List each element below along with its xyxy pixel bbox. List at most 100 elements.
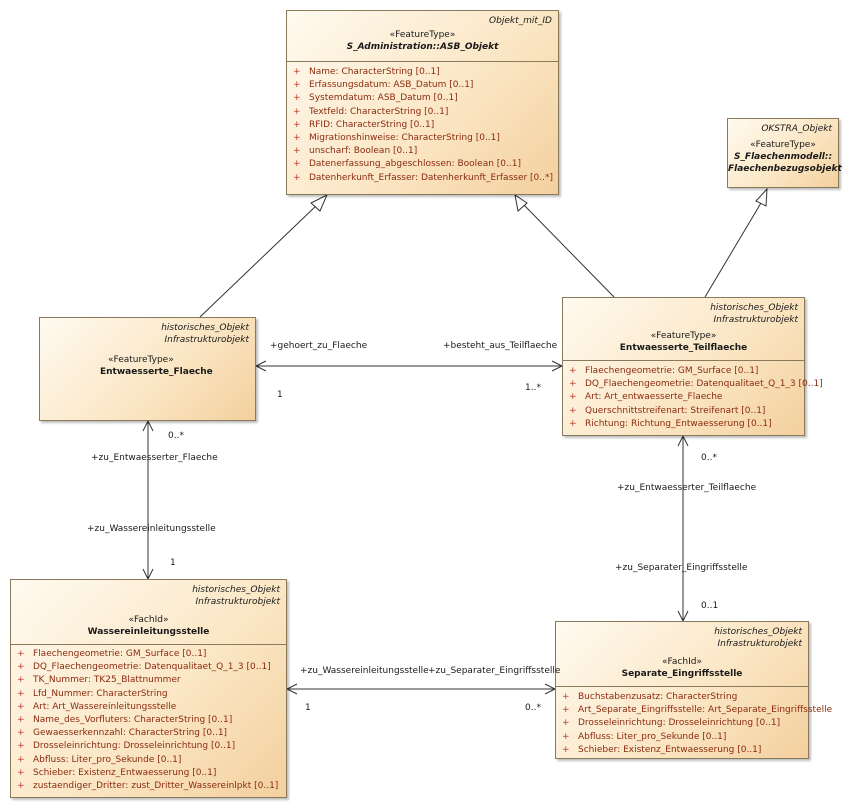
class-wassereinleitungsstelle[interactable]: historisches_Objekt Infrastrukturobjekt …: [10, 579, 287, 798]
class-annotation: historisches_Objekt: [710, 303, 798, 313]
attribute-visibility: +: [562, 744, 570, 755]
multiplicity-label: 1..*: [525, 383, 541, 393]
attribute-visibility: +: [17, 741, 25, 752]
attribute-text: Buchstabenzusatz: CharacterString: [578, 692, 738, 702]
attribute-visibility: +: [562, 705, 570, 716]
class-stereotype: «FeatureType»: [650, 331, 717, 341]
attribute-row: +Datenerfassung_abgeschlossen: Boolean […: [293, 158, 552, 171]
generalization-flaeche-asb: [199, 203, 319, 318]
attribute-visibility: +: [17, 728, 25, 739]
attribute-row: + Datenherkunft_Erfasser: Datenherkunft_E…: [293, 172, 554, 185]
class-stereotype: «FachId»: [662, 657, 702, 667]
attribute-text: Lfd_Nummer: CharacterString: [33, 688, 168, 699]
class-entwaesserte-teilflaeche[interactable]: historisches_Objekt Infrastrukturobjekt …: [562, 297, 823, 436]
class-annotation: Objekt_mit_ID: [489, 16, 552, 26]
attribute-list: +Flaechengeometrie: GM_Surface [0..1]+DQ…: [11, 644, 286, 797]
class-name: Entwaesserte_Flaeche: [100, 367, 213, 377]
role-label: +zu_Separater_Eingriffsstelle: [615, 563, 748, 573]
multiplicity-label: 1: [170, 558, 176, 568]
attribute-text: unscharf: Boolean [0..1]: [309, 146, 418, 157]
attribute-visibility: +: [569, 392, 577, 403]
attribute-text: Schieber: Existenz_Entwaesserung [0..1]: [578, 744, 762, 755]
class-annotation: historisches_Objekt: [161, 323, 249, 333]
class-entwaesserte-flaeche[interactable]: historisches_Objekt Infrastrukturobjekt …: [39, 317, 256, 421]
role-label: +zu_Wassereinleitungsstelle: [300, 666, 429, 676]
attribute-row: + DQ_Flaechengeometrie: Datenqualitaet_Q_…: [17, 661, 280, 674]
role-label: +zu_Entwaesserter_Flaeche: [91, 453, 218, 463]
attribute-row: +Art: Art_entwaesserte_Flaeche: [569, 391, 798, 404]
attribute-visibility: +: [293, 133, 301, 144]
attribute-visibility: +: [569, 405, 577, 416]
class-name-line1: S_Flaechenmodell::: [733, 152, 833, 162]
attribute-row: + Buchstabenzusatz: CharacterString: [562, 691, 802, 704]
attribute-visibility: +: [569, 366, 577, 376]
attribute-text: DQ_Flaechengeometrie: Datenqualitaet_Q_1…: [33, 662, 271, 673]
class-annotation: Infrastrukturobjekt: [713, 315, 798, 325]
class-stereotype: «FachId»: [128, 615, 169, 625]
multiplicity-label: 1: [305, 703, 311, 713]
class-flaechenbezugsobjekt[interactable]: OKSTRA_Objekt «FeatureType» S_Flaechenmo…: [727, 118, 842, 188]
attribute-visibility: +: [293, 106, 301, 117]
generalization-arrowhead: [514, 193, 528, 212]
attribute-text: Querschnittstreifenart: Streifenart [0..…: [585, 405, 766, 416]
attribute-row: +zustaendiger_Dritter: zust_Dritter_Wass…: [17, 780, 280, 793]
role-label: +besteht_aus_Teilflaeche: [443, 341, 558, 351]
attribute-row: +Abfluss: Liter_pro_Sekunde [0..1]: [562, 731, 802, 744]
attribute-row: + Gewaesserkennzahl: CharacterString [0..…: [17, 727, 280, 740]
attribute-visibility: +: [293, 93, 301, 104]
attribute-row: +Systemdatum: ASB_Datum [0..1]: [293, 92, 552, 105]
attribute-row: + unscharf: Boolean [0..1]: [293, 145, 552, 158]
attribute-row: + Drosseleinrichtung: Drosseleinrichtung …: [17, 740, 280, 753]
attribute-text: Richtung: Richtung_Entwaesserung [0..1]: [585, 418, 772, 429]
role-label: +zu_Wassereinleitungsstelle: [87, 524, 216, 534]
multiplicity-label: 0..1: [701, 601, 719, 611]
attribute-visibility: +: [293, 146, 301, 157]
class-stereotype: «FeatureType»: [389, 30, 456, 40]
attribute-visibility: +: [293, 80, 301, 91]
attribute-text: Gewaesserkennzahl: CharacterString [0..1…: [33, 728, 228, 739]
attribute-text: zustaendiger_Dritter: zust_Dritter_Wasse…: [33, 781, 279, 792]
class-stereotype: «FeatureType»: [108, 355, 174, 365]
role-label: +zu_Entwaesserter_Teilflaeche: [617, 483, 757, 493]
attribute-visibility: +: [17, 662, 25, 673]
attribute-list: + Buchstabenzusatz: CharacterString +Art_S…: [556, 686, 832, 761]
attribute-row: +Flaechengeometrie: GM_Surface [0..1]: [17, 648, 280, 661]
attribute-row: +Name: CharacterString [0..1]: [293, 66, 552, 79]
attribute-visibility: +: [293, 159, 301, 170]
attribute-row: +Art: Art_Wassereinleitungsstelle: [17, 701, 280, 714]
attribute-row: +Flaechengeometrie: GM_Surface [0..1]: [569, 365, 798, 378]
attribute-text: Datenherkunft_Erfasser: Datenherkunft_Er…: [309, 172, 554, 183]
attribute-text: DQ_Flaechengeometrie: Datenqualitaet_Q_1…: [585, 379, 823, 390]
generalization-teilflaeche-okstra: [704, 202, 762, 298]
attribute-row: +Art_Separate_Eingriffsstelle: Art_Separ…: [562, 704, 832, 717]
attribute-visibility: +: [562, 731, 570, 742]
attribute-text: TK_Nummer: TK25_Blattnummer: [33, 675, 181, 686]
attribute-row: +TK_Nummer: TK25_Blattnummer: [17, 674, 280, 687]
attribute-row: +Abfluss: Liter_pro_Sekunde [0..1]: [17, 754, 280, 767]
attribute-row: + Schieber: Existenz_Entwaesserung [0..1]: [562, 744, 802, 757]
attribute-text: Textfeld: CharacterString [0..1]: [309, 106, 449, 117]
attribute-visibility: +: [293, 172, 301, 183]
attribute-row: +Lfd_Nummer: CharacterString: [17, 688, 280, 701]
attribute-visibility: +: [569, 418, 577, 429]
attribute-text: Flaechengeometrie: GM_Surface [0..1]: [33, 649, 207, 659]
attribute-row: +DQ_Flaechengeometrie: Datenqualitaet_Q_…: [569, 378, 823, 391]
generalization-arrowhead: [755, 187, 768, 207]
class-annotation: Infrastrukturobjekt: [717, 639, 802, 649]
attribute-text: Art: Art_Wassereinleitungsstelle: [33, 701, 177, 712]
attribute-row: +Drosseleinrichtung: Drosseleinrichtung …: [562, 717, 802, 730]
attribute-text: Name_des_Vorfluters: CharacterString [0.…: [33, 715, 233, 726]
class-name: S_Administration::ASB_Objekt: [346, 42, 499, 52]
class-separate-eingriffsstelle[interactable]: historisches_Objekt Infrastrukturobjekt …: [555, 621, 832, 761]
multiplicity-label: 0..*: [525, 703, 541, 713]
class-name: Entwaesserte_Teilflaeche: [619, 343, 748, 353]
attribute-text: Drosseleinrichtung: Drosseleinrichtung […: [33, 741, 236, 752]
class-annotation: historisches_Objekt: [714, 627, 802, 637]
attribute-text: Abfluss: Liter_pro_Sekunde [0..1]: [33, 754, 182, 765]
attribute-visibility: +: [562, 692, 570, 702]
multiplicity-label: 0..*: [701, 453, 717, 463]
attribute-visibility: +: [562, 718, 570, 729]
class-asb-objekt[interactable]: Objekt_mit_ID «FeatureType» S_Administra…: [286, 10, 559, 195]
attribute-row: +Erfassungsdatum: ASB_Datum [0..1]: [293, 79, 552, 92]
role-label: +zu_Separater_Eingriffsstelle: [428, 666, 561, 676]
